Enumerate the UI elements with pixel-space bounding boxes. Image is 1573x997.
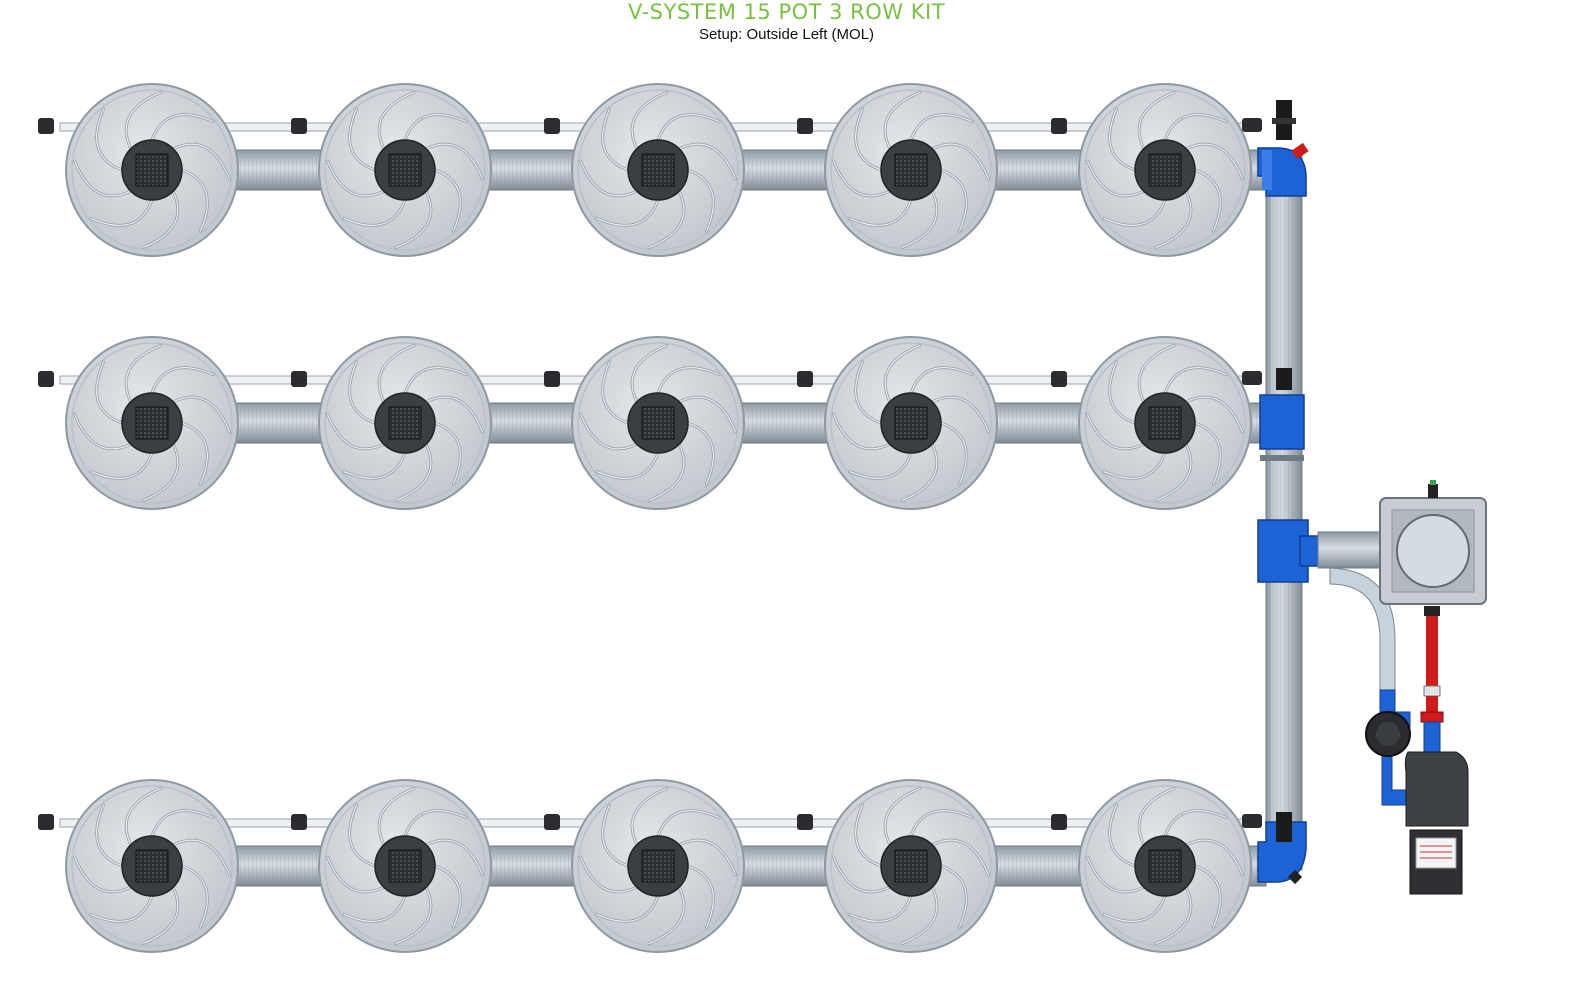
line-connector <box>797 371 813 387</box>
line-connector <box>38 118 54 134</box>
diagram-subtitle: Setup: Outside Left (MOL) <box>698 26 875 43</box>
round-pot-icon <box>318 779 492 953</box>
line-connector <box>1051 371 1067 387</box>
top-elbow-fitting <box>1257 100 1309 197</box>
line-connector <box>544 118 560 134</box>
line-connector <box>291 118 307 134</box>
line-connector <box>1242 814 1262 828</box>
diagram-title: V-SYSTEM 15 POT 3 ROW KIT <box>627 0 946 24</box>
bottom-elbow-fitting <box>1257 812 1307 885</box>
line-connector <box>291 814 307 830</box>
line-connector <box>1242 371 1262 385</box>
line-connector <box>38 371 54 387</box>
round-pot-icon <box>65 779 239 953</box>
round-pot-icon <box>824 336 998 510</box>
pump-assembly <box>1365 606 1469 895</box>
reservoir-tank <box>1379 480 1487 605</box>
round-pot-icon <box>65 83 239 257</box>
round-pot-icon <box>824 83 998 257</box>
round-pot-icon <box>1078 336 1252 510</box>
reservoir-link-pipe <box>1317 531 1396 691</box>
round-pot-icon <box>1078 83 1252 257</box>
round-pot-icon <box>65 336 239 510</box>
pots-layer <box>65 83 1252 953</box>
line-connector <box>1051 118 1067 134</box>
round-pot-icon <box>1078 779 1252 953</box>
line-connector <box>1242 118 1262 132</box>
line-connector <box>797 118 813 134</box>
round-pot-icon <box>571 779 745 953</box>
main-manifold <box>1265 149 1303 871</box>
reservoir-tee-fitting <box>1257 519 1323 583</box>
line-connector <box>797 814 813 830</box>
line-connector <box>544 371 560 387</box>
round-pot-icon <box>318 336 492 510</box>
round-pot-icon <box>571 83 745 257</box>
line-connector <box>544 814 560 830</box>
line-connector <box>1051 814 1067 830</box>
round-pot-icon <box>824 779 998 953</box>
round-pot-icon <box>318 83 492 257</box>
line-connector <box>38 814 54 830</box>
line-connector <box>291 371 307 387</box>
round-pot-icon <box>571 336 745 510</box>
row2-tee-fitting <box>1259 368 1305 461</box>
